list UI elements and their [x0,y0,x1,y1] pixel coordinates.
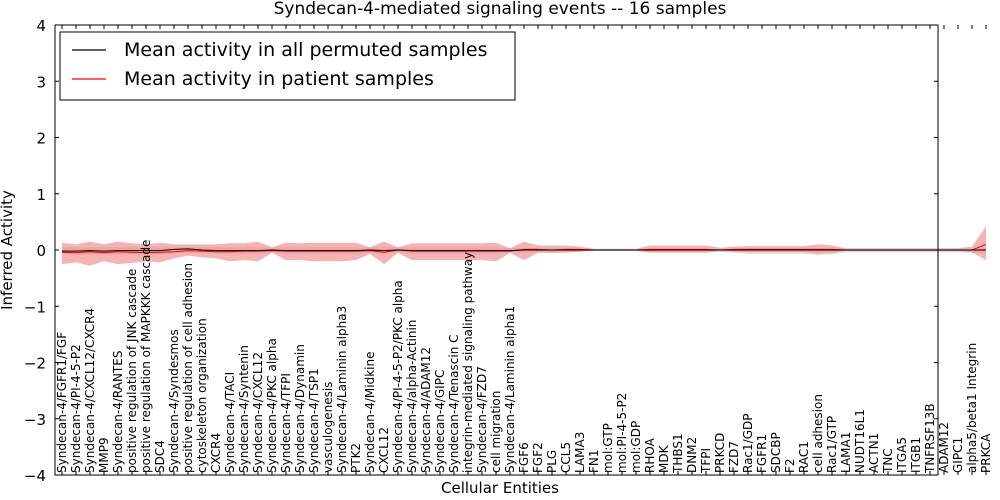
legend-box [59,31,516,101]
x-tick-label: ITGA5 [895,437,909,473]
x-tick-label: Rac1/GTP [825,416,839,473]
x-tick-label: Syndecan-4/CXCL12 [251,352,265,473]
x-tick-label: mol:PI-4-5-P2 [615,393,629,473]
patient-band [62,226,986,266]
x-tick-label: mol:GTP [601,423,615,473]
x-axis-label: Cellular Entities [441,479,559,497]
series-line-patient [61,243,987,254]
x-tick-label: FGFR1 [755,434,769,473]
y-tick-label: −3 [24,411,46,429]
x-tick-label: ADAM12 [937,422,951,473]
x-tick-label: FGF6 [517,442,531,473]
x-tick-label: cell migration [489,391,503,473]
x-tick-label: CCL5 [559,442,573,473]
x-tick-label: integrin-mediated signaling pathway [461,252,475,473]
x-tick-label: PLG [545,450,559,473]
x-tick-label: ACTN1 [867,433,881,473]
x-tick-label: TNC [881,448,895,474]
legend-label-permuted: Mean activity in all permuted samples [124,39,487,61]
x-tick-label: positive regulation of JNK cascade [125,269,139,473]
x-tick-label: vasculogenesis [321,382,335,473]
x-tick-label: cell adhesion [811,394,825,473]
x-tick-label: THBS1 [671,433,685,474]
y-tick-label: 1 [36,186,46,204]
x-tick-label: Syndecan-4/Laminin alpha3 [335,306,349,473]
x-tick-label: FN1 [587,449,601,473]
x-tick-label: Syndecan-4/Dynamin [293,344,307,473]
x-tick-label: SDCBP [769,432,783,473]
x-tick-label: Syndecan-4/Tenascin C [447,334,461,473]
x-tick-label: LAMA3 [573,432,587,473]
x-tick-label: Syndecan-4/RANTES [111,351,125,473]
y-tick-label: 0 [36,242,46,260]
x-tick-label: SDC4 [153,440,167,473]
x-tick-label: cytoskeleton organization [195,318,209,473]
x-tick-label: CXCL12 [377,427,391,473]
x-tick-label: Syndecan-4/TACI [223,372,237,473]
legend-label-patient: Mean activity in patient samples [124,68,434,90]
x-tick-label: Syndecan-4/FGFR1/FGF [55,332,69,473]
x-tick-label: ITGB1 [909,437,923,473]
x-tick-label: RHOA [643,437,657,473]
x-tick-label: mol:GDP [629,421,643,473]
series-lines [61,243,987,254]
y-axis-label: Inferred Activity [0,190,16,310]
y-tick-label: 3 [36,73,46,91]
x-tick-label: Syndecan-4/Syndesmos [167,329,181,473]
x-tick-label: F2 [783,458,797,473]
x-tick-label: positive regulation of MAPKKK cascade [139,240,153,473]
x-tick-label: positive regulation of cell adhesion [181,263,195,473]
x-tick-label: DNM2 [685,437,699,473]
y-tick-label: −4 [24,467,46,485]
x-tick-label: PTK2 [349,443,363,473]
y-tick-label: 2 [36,130,46,148]
x-tick-label: NUDT16L1 [853,409,867,473]
x-tick-label: LAMA1 [839,432,853,473]
x-tick-label: Syndecan-4/GIPC [433,370,447,473]
chart-title: Syndecan-4-mediated signaling events -- … [274,0,727,19]
x-tick-label: PRKCA [979,433,993,473]
x-tick-label: Syndecan-4/TSP1 [307,368,321,473]
x-tick-label: Syndecan-4/Laminin alpha1 [503,306,517,473]
y-tick-label: 4 [36,17,46,35]
y-tick-label: −2 [24,355,46,373]
x-tick-label: Syndecan-4/PI-4-5-P2 [69,344,83,473]
x-tick-label: RAC1 [797,441,811,473]
x-tick-label: Syndecan-4/ADAM12 [419,347,433,473]
x-tick-label: Syndecan-4/FZD7 [475,366,489,473]
x-tick-label: Syndecan-4/Midkine [363,352,377,473]
x-tick-label: FZD7 [727,441,741,473]
y-tick-label: −1 [24,298,46,316]
x-tick-label: CXCR4 [209,433,223,473]
x-tick-label: Rac1/GDP [741,414,755,473]
x-tick-label: alpha5/beta1 Integrin [965,343,979,473]
y-axis: −4 −3 −2 −1 0 1 2 3 4 [24,17,938,485]
legend: Mean activity in all permuted samples Me… [59,31,516,101]
x-tick-label: Syndecan-4/alpha-Actinin [405,320,419,473]
x-tick-label: GIPC1 [951,437,965,473]
x-tick-label: Syndecan-4/Syntenin [237,345,251,473]
x-tick-label: MMP9 [97,437,111,473]
x-tick-label: TNFRSF13B [923,403,937,474]
x-tick-label: Syndecan-4/PKC alpha [265,338,279,473]
series-line-permuted [62,248,986,252]
x-tick-label: FGF2 [531,442,545,473]
x-tick-label: MDK [657,444,671,473]
x-tick-label: Syndecan-4/PI-4-5-P2/PKC alpha [391,280,405,473]
x-tick-label: PRKCD [713,433,727,473]
x-tick-label: TFPI [699,448,713,474]
x-tick-label: Syndecan-4/CXCL12/CXCR4 [83,308,97,473]
x-tick-label: Syndecan-4/TFPI [279,373,293,473]
